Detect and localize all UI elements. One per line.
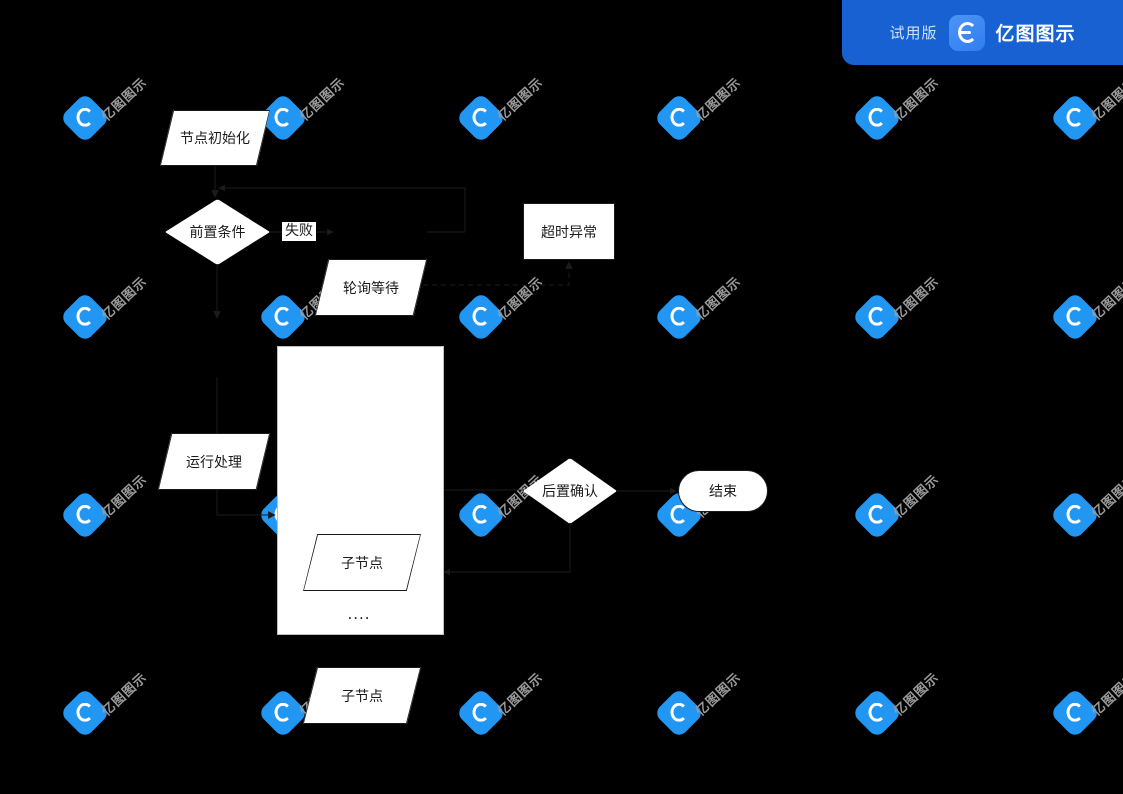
node-label: 子节点 — [341, 555, 383, 572]
shape-outline — [158, 433, 270, 490]
eddx-logo-icon — [948, 14, 985, 51]
node-run[interactable]: 运行处理 — [158, 433, 270, 490]
node-label: 子节点 — [341, 688, 383, 705]
node-label: 结束 — [709, 484, 737, 500]
container-ellipsis: .... — [347, 605, 371, 623]
shape-outline — [315, 259, 427, 316]
node-label: 运行处理 — [186, 454, 242, 471]
edge-postcheck-loopback — [443, 524, 571, 576]
node-poll[interactable]: 轮询等待 — [315, 259, 427, 316]
subnode-group-container[interactable] — [277, 346, 444, 635]
node-label: 超时异常 — [541, 224, 597, 241]
edge-label-fail: 失败 — [282, 222, 316, 241]
node-layer: 节点初始化前置条件轮询等待超时异常运行处理子节点子节点子节点后置确认结束 — [0, 0, 1123, 724]
node-postcheck[interactable]: 后置确认 — [523, 458, 617, 524]
node-end[interactable]: 结束 — [678, 470, 768, 512]
edge-run-to-container — [216, 377, 276, 519]
node-label: 后置确认 — [542, 484, 598, 500]
trial-label: 试用版 — [889, 24, 938, 42]
node-child1[interactable]: 子节点 — [303, 534, 421, 591]
node-timeout[interactable]: 超时异常 — [523, 203, 615, 260]
edge-poll-loopback — [218, 184, 466, 232]
node-child2[interactable]: 子节点 — [303, 667, 421, 724]
node-label: 前置条件 — [189, 225, 246, 241]
trial-badge[interactable]: 试用版 亿图图示 — [842, 0, 1123, 65]
brand-name: 亿图图示 — [995, 23, 1076, 45]
node-label: 轮询等待 — [343, 280, 399, 297]
node-precond[interactable]: 前置条件 — [165, 199, 270, 265]
node-label: 节点初始化 — [180, 131, 250, 147]
node-init[interactable]: 节点初始化 — [160, 110, 270, 166]
shape-outline — [303, 667, 421, 724]
shape-outline — [303, 534, 421, 591]
shape-outline — [160, 110, 270, 166]
